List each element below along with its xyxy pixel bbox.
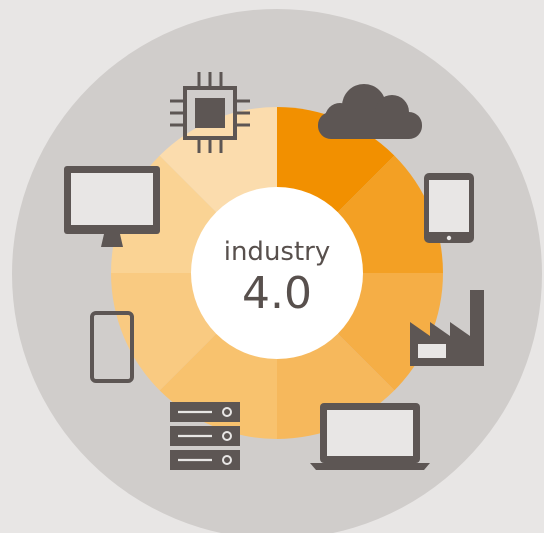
smartphone-icon <box>90 311 134 383</box>
tablet-icon <box>424 173 474 243</box>
factory-icon <box>410 290 484 366</box>
server-rack-icon <box>170 402 240 470</box>
cpu-chip-icon <box>170 72 250 153</box>
center-label-version: 4.0 <box>242 268 312 319</box>
desktop-monitor-icon <box>64 166 160 247</box>
center-label-industry: industry <box>224 237 331 267</box>
cloud-icon <box>318 84 422 139</box>
center-disc <box>191 187 363 359</box>
laptop-icon <box>310 403 430 470</box>
